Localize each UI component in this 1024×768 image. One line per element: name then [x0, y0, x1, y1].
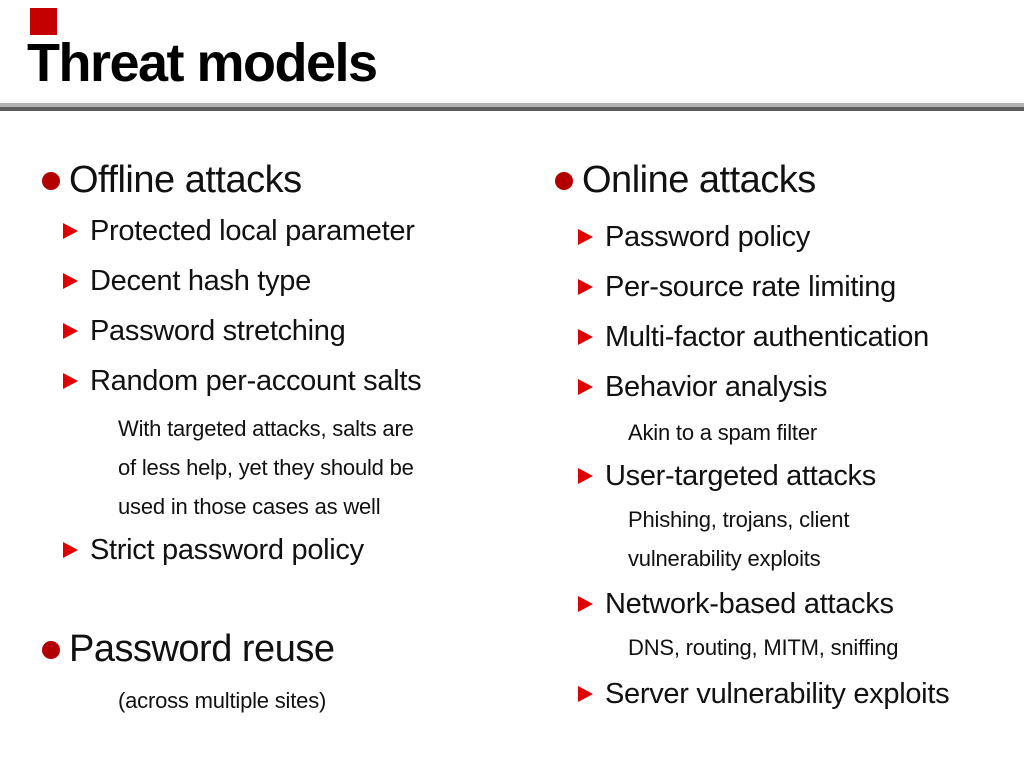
note-text: used in those cases as well [118, 494, 381, 519]
circle-bullet-icon [42, 172, 60, 190]
triangle-bullet-icon [578, 329, 593, 345]
note-text: With targeted attacks, salts are [118, 416, 414, 441]
note-text: vulnerability exploits [628, 546, 821, 571]
note-text: Akin to a spam filter [628, 420, 817, 445]
circle-bullet-icon [555, 172, 573, 190]
note-text: Phishing, trojans, client [628, 507, 850, 532]
slide-title: Threat models [27, 33, 378, 93]
note-text: DNS, routing, MITM, sniffing [628, 635, 899, 660]
heading-label: Password reuse [69, 628, 335, 670]
heading-offline-attacks: Offline attacks [42, 159, 302, 202]
list-item-strict-password-policy: Strict password policy [63, 534, 364, 567]
list-item-label: Network-based attacks [605, 588, 894, 620]
title-rule-bottom-band [0, 107, 1024, 111]
list-item-label: Password policy [605, 221, 811, 253]
list-item-network-based-attacks: Network-based attacks [578, 588, 894, 621]
list-item-label: Per-source rate limiting [605, 271, 896, 303]
triangle-bullet-icon [63, 273, 78, 289]
list-item-multi-factor-authentication: Multi-factor authentication [578, 321, 929, 354]
list-item-per-source-rate-limiting: Per-source rate limiting [578, 271, 896, 304]
note-line: With targeted attacks, salts are [118, 416, 414, 442]
list-item-protected-local-parameter: Protected local parameter [63, 215, 415, 248]
list-item-password-stretching: Password stretching [63, 315, 346, 348]
list-item-random-per-account-salts: Random per-account salts [63, 365, 422, 398]
list-item-label: Protected local parameter [90, 215, 415, 247]
circle-bullet-icon [42, 641, 60, 659]
note-line: vulnerability exploits [628, 546, 821, 572]
heading-label: Offline attacks [69, 159, 302, 201]
title-rule-top-band [0, 103, 1024, 107]
triangle-bullet-icon [578, 686, 593, 702]
triangle-bullet-icon [578, 596, 593, 612]
list-item-label: Password stretching [90, 315, 346, 347]
note-line: (across multiple sites) [118, 688, 326, 714]
list-item-user-targeted-attacks: User-targeted attacks [578, 460, 876, 493]
list-item-label: User-targeted attacks [605, 460, 876, 492]
note-text: (across multiple sites) [118, 688, 327, 713]
list-item-label: Random per-account salts [90, 365, 422, 397]
list-item-label: Multi-factor authentication [605, 321, 929, 353]
note-line: of less help, yet they should be [118, 455, 414, 481]
note-line: Phishing, trojans, client [628, 507, 849, 533]
triangle-bullet-icon [63, 542, 78, 558]
list-item-behavior-analysis: Behavior analysis [578, 371, 827, 404]
list-item-label: Behavior analysis [605, 371, 828, 403]
list-item-label: Decent hash type [90, 265, 311, 297]
note-line: DNS, routing, MITM, sniffing [628, 635, 899, 661]
note-text: of less help, yet they should be [118, 455, 414, 480]
list-item-password-policy: Password policy [578, 221, 810, 254]
list-item-server-vulnerability-exploits: Server vulnerability exploits [578, 678, 950, 711]
list-item-label: Server vulnerability exploits [605, 678, 950, 710]
triangle-bullet-icon [63, 373, 78, 389]
title-rule-divider [0, 103, 1024, 111]
triangle-bullet-icon [578, 379, 593, 395]
triangle-bullet-icon [578, 279, 593, 295]
triangle-bullet-icon [578, 468, 593, 484]
triangle-bullet-icon [63, 323, 78, 339]
list-item-label: Strict password policy [90, 534, 364, 566]
heading-online-attacks: Online attacks [555, 159, 816, 202]
heading-label: Online attacks [582, 159, 816, 201]
list-item-decent-hash-type: Decent hash type [63, 265, 311, 298]
note-line: Akin to a spam filter [628, 420, 817, 446]
heading-password-reuse: Password reuse [42, 628, 335, 671]
triangle-bullet-icon [63, 223, 78, 239]
corner-square-decoration [30, 8, 57, 35]
triangle-bullet-icon [578, 229, 593, 245]
note-line: used in those cases as well [118, 494, 381, 520]
